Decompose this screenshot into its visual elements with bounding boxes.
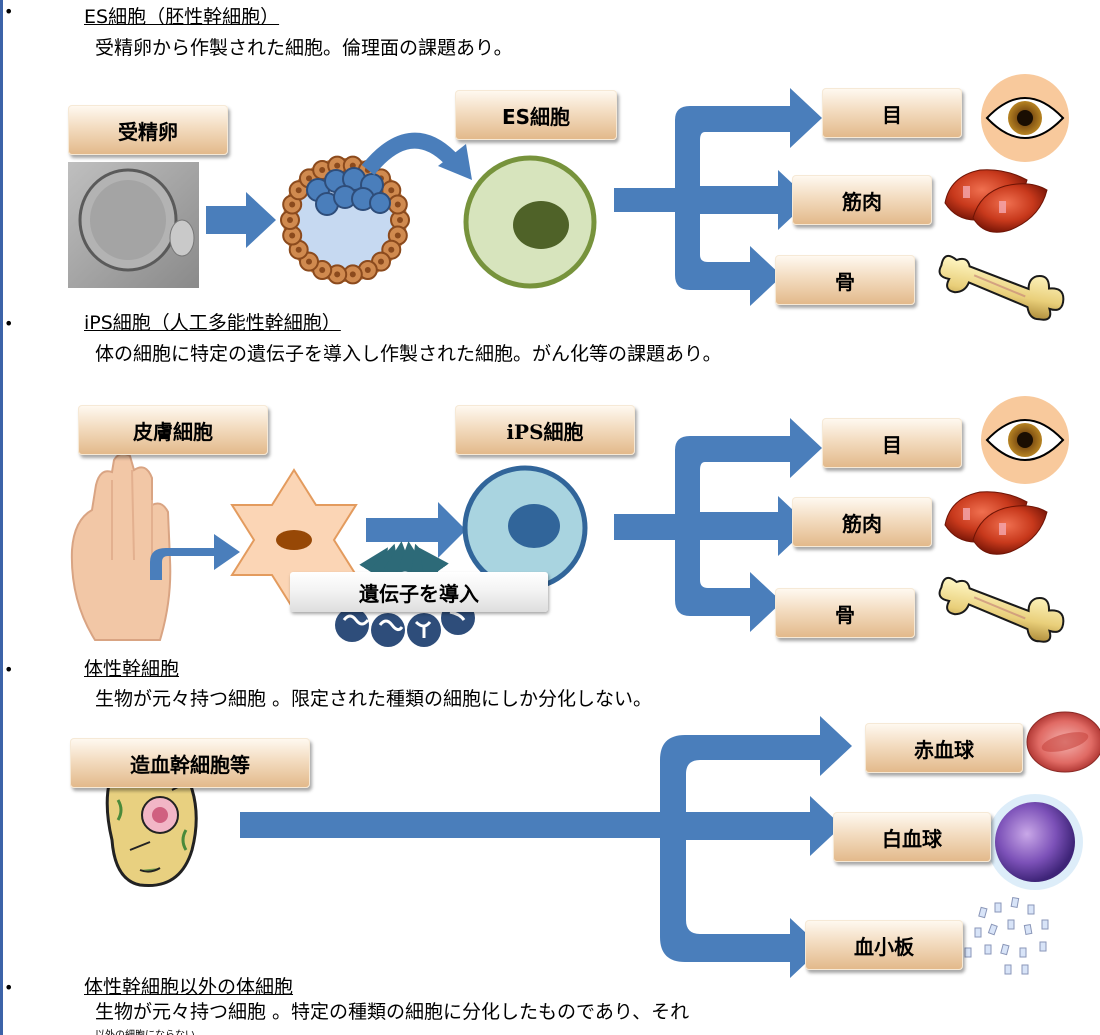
platelet-icon (964, 896, 1049, 975)
bullet: • (4, 2, 14, 21)
blastocyst-icon (280, 155, 410, 285)
white-blood-cell-icon (987, 794, 1083, 890)
eye-icon (980, 395, 1070, 485)
left-rule (0, 0, 3, 1035)
label-target-red-blood-cell: 赤血球 (865, 723, 1023, 773)
section-description-es: 受精卵から作製された細胞。倫理面の課題あり。 (95, 37, 513, 59)
trophoblast-nucleus (349, 271, 356, 278)
section-heading-es: ES細胞（胚性幹細胞） (84, 6, 280, 28)
arrow-hand-to-skin-cell (150, 534, 240, 580)
curved-arrow-to-es-cell (361, 132, 456, 176)
arrow-egg-to-blastocyst (206, 192, 276, 248)
muscle-icon (944, 491, 1048, 555)
trophoblast-nucleus (287, 217, 293, 223)
branch-arrows (240, 716, 852, 978)
trophoblast-nucleus (306, 175, 312, 182)
trophoblast-nucleus (295, 187, 302, 194)
branch-arrows (614, 418, 822, 632)
trophoblast-nucleus (394, 201, 401, 208)
trophoblast-nucleus (394, 232, 401, 239)
stem-cell-icon (463, 155, 597, 289)
label-skin-cell: 皮膚細胞 (78, 405, 268, 455)
bullet: • (4, 978, 14, 997)
eye-icon (980, 73, 1070, 163)
trophoblast-nucleus (319, 267, 326, 273)
section-description-somatic-cell-line1: 生物が元々持つ細胞 。特定の種類の細胞に分化したものであり、それ (95, 1001, 690, 1023)
trophoblast-nucleus (289, 232, 296, 239)
trophoblast-nucleus (364, 267, 371, 273)
bullet: • (4, 660, 14, 679)
label-target-muscle: 筋肉 (792, 175, 932, 225)
label-target-bone: 骨 (775, 588, 915, 638)
trophoblast-nucleus (397, 217, 403, 223)
fertilized-egg-photo (68, 162, 199, 288)
trophoblast-nucleus (388, 246, 395, 253)
arrow-skin-to-ips (366, 502, 466, 558)
section-heading-ips: iPS細胞（人工多能性幹細胞） (84, 312, 341, 334)
label-target-platelet: 血小板 (805, 920, 963, 970)
trophoblast-nucleus (378, 258, 384, 265)
label-target-eye: 目 (822, 88, 962, 138)
label-gene-insertion: 遺伝子を導入 (290, 572, 548, 612)
label-es-cell: ES細胞 (455, 90, 617, 140)
section-description-ips: 体の細胞に特定の遺伝子を導入し作製された細胞。がん化等の課題あり。 (95, 343, 722, 365)
section-description-somatic-stem: 生物が元々持つ細胞 。限定された種類の細胞にしか分化しない。 (95, 688, 653, 710)
trophoblast-nucleus (334, 162, 341, 169)
bone-icon (933, 253, 1069, 325)
trophoblast-nucleus (334, 271, 341, 278)
hand-icon (70, 452, 172, 641)
trophoblast-nucleus (295, 246, 302, 253)
label-target-bone: 骨 (775, 255, 915, 305)
label-ips-cell: iPS細胞 (455, 405, 635, 455)
muscle-icon (944, 169, 1048, 233)
trophoblast-nucleus (306, 258, 312, 265)
label-target-muscle: 筋肉 (792, 497, 932, 547)
trophoblast-nucleus (388, 187, 395, 194)
bone-icon (933, 575, 1069, 647)
stem-cell-icon (462, 465, 588, 591)
section-heading-somatic-stem: 体性幹細胞 (84, 658, 180, 680)
bullet: • (4, 314, 14, 333)
section-description-somatic-cell-line2: 以外の細胞にならない。 (95, 1024, 205, 1035)
label-fertilized-egg: 受精卵 (68, 105, 228, 155)
label-hematopoietic-stem-cell: 造血幹細胞等 (70, 738, 310, 788)
label-target-white-blood-cell: 白血球 (833, 812, 991, 862)
red-blood-cell-icon (1026, 711, 1100, 773)
branch-arrows (614, 88, 822, 306)
label-target-eye: 目 (822, 418, 962, 468)
section-heading-somatic-cell: 体性幹細胞以外の体細胞 (84, 976, 294, 998)
trophoblast-nucleus (319, 167, 326, 173)
trophoblast-nucleus (289, 201, 296, 208)
